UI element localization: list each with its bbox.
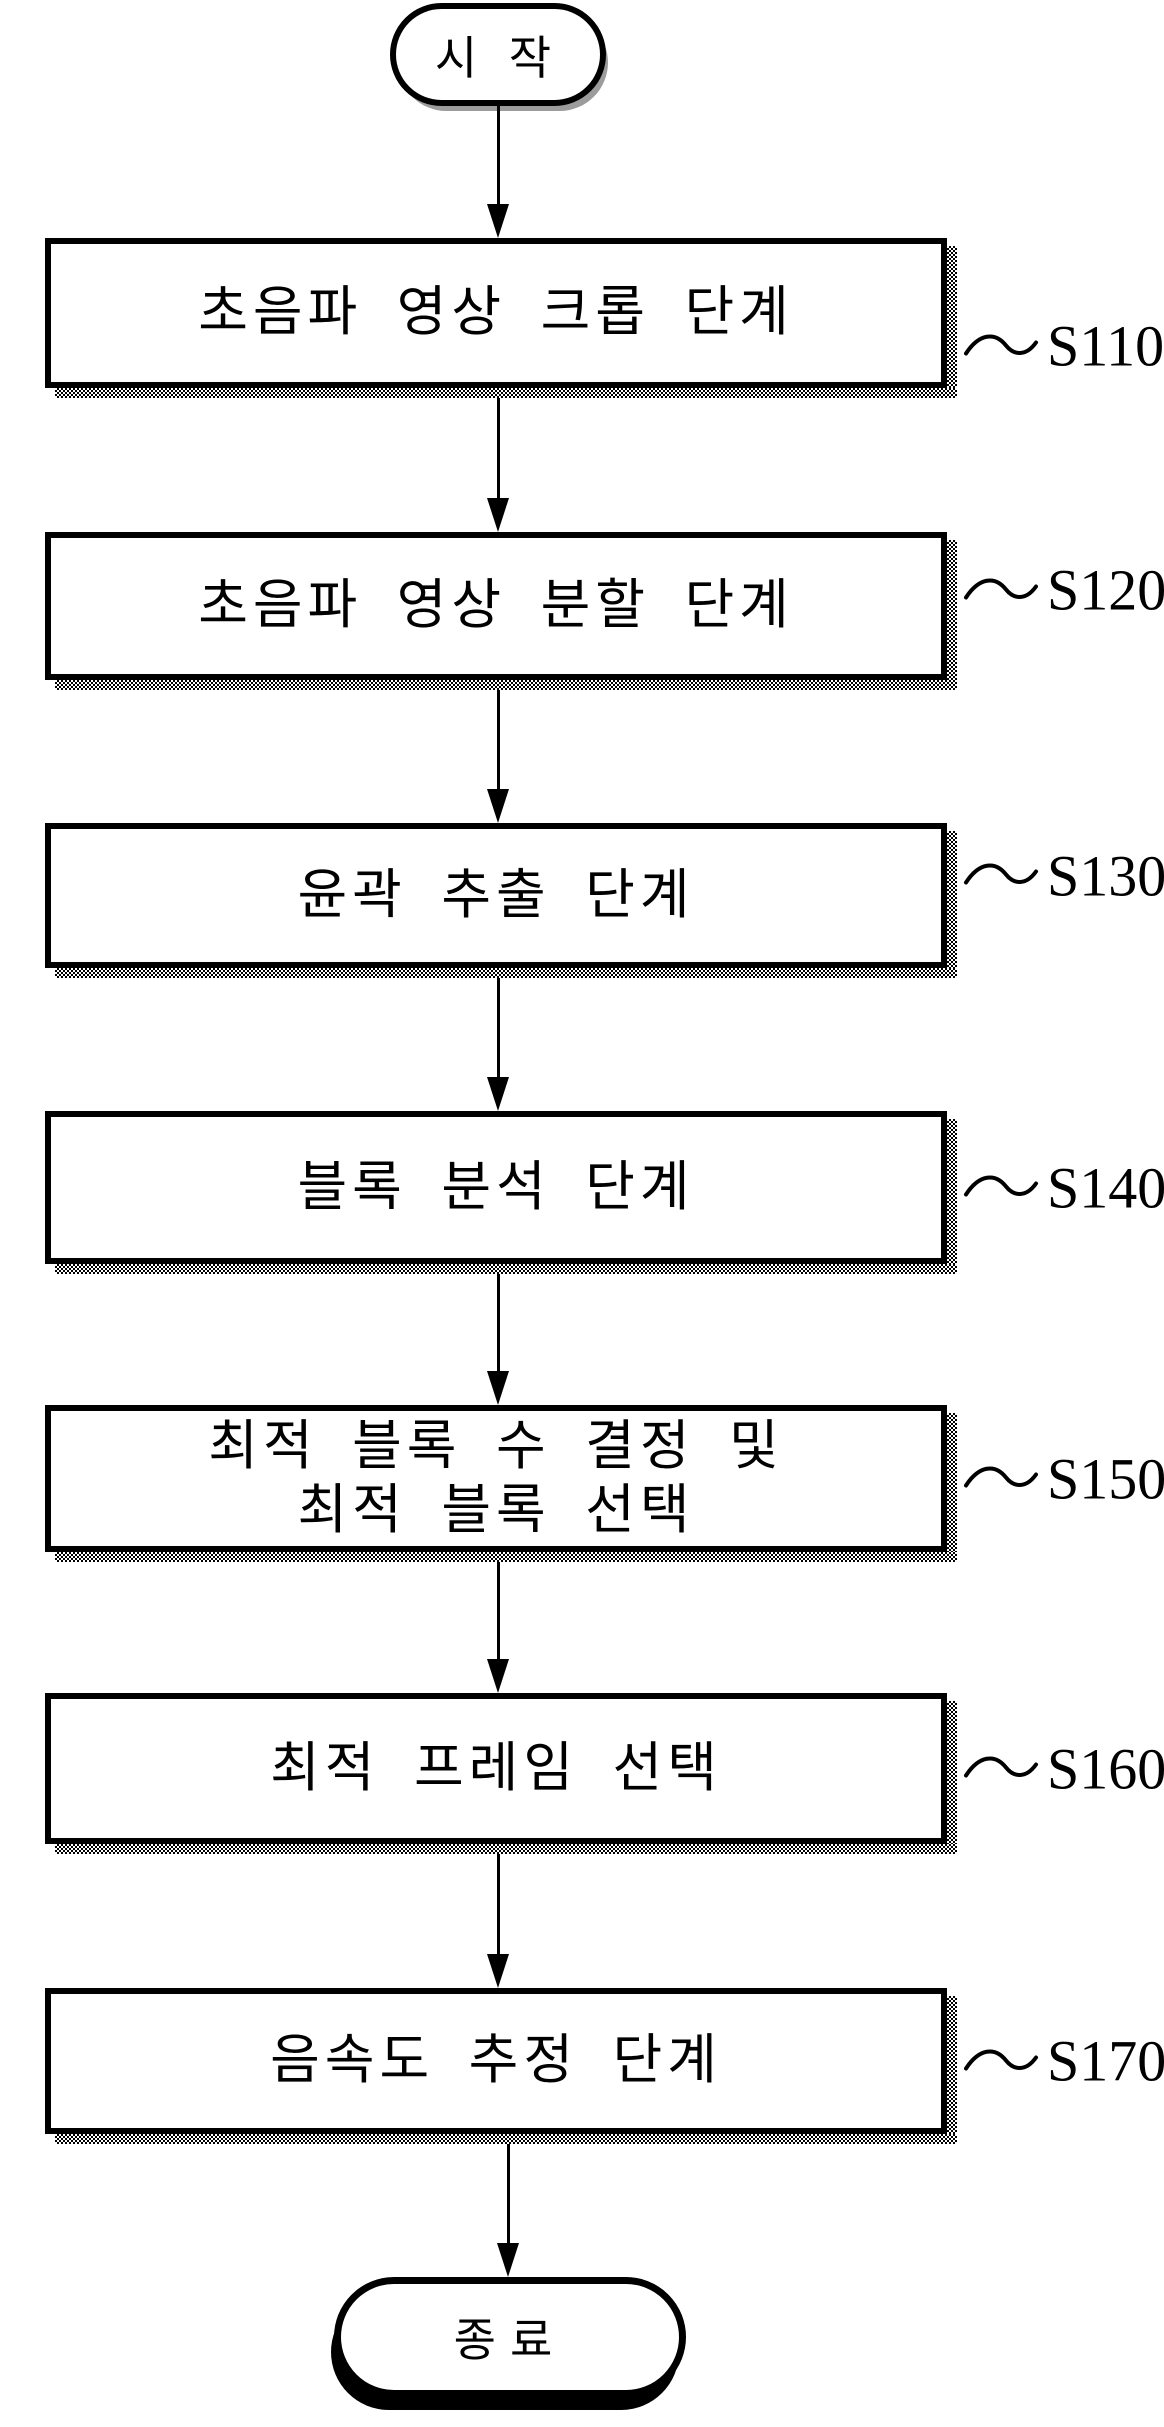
down-arrow <box>486 1558 510 1693</box>
step-text: 초음파 영상 크롭 단계 <box>198 282 794 343</box>
process-box: 최적 블록 수 결정 및 최적 블록 선택 <box>45 1405 957 1562</box>
arrow-line <box>496 106 500 204</box>
arrow-head-icon <box>497 2243 519 2277</box>
step-text: 블록 분석 단계 <box>297 1156 695 1217</box>
arrow-line <box>496 398 500 498</box>
arrow-head-icon <box>487 1077 509 1111</box>
step-tag-label: S130 <box>1047 843 1164 908</box>
process-box: 초음파 영상 분할 단계 <box>45 532 957 690</box>
step-tag-label: S170 <box>1047 2028 1164 2094</box>
down-arrow <box>486 977 510 1111</box>
arrow-head-icon <box>487 1371 509 1405</box>
arrow-head-icon <box>487 1659 509 1693</box>
arrow-line <box>496 977 500 1077</box>
arrow-head-icon <box>487 498 509 532</box>
arrow-line <box>496 690 500 789</box>
tilde-connector-icon <box>964 1466 1038 1488</box>
step-callout: S140 <box>963 1154 1164 1221</box>
flow-step-s150: 최적 블록 수 결정 및 최적 블록 선택 S150 <box>45 1405 1164 1562</box>
end-terminal: 종료 <box>334 2277 686 2397</box>
step-callout: S170 <box>963 2028 1164 2095</box>
flow-step-s170: 음속도 추정 단계 S170 <box>45 1988 1164 2144</box>
tilde-connector-icon <box>964 334 1038 355</box>
process-box: 블록 분석 단계 <box>45 1111 957 1274</box>
step-text: 최적 프레임 선택 <box>270 1737 722 1798</box>
process-box: 최적 프레임 선택 <box>45 1693 957 1854</box>
arrow-line <box>506 2143 510 2243</box>
step-text: 최적 블록 선택 <box>297 1479 695 1540</box>
start-terminal-label: 시 작 <box>434 32 562 84</box>
step-text: 윤곽 추출 단계 <box>297 864 695 925</box>
flow-step-s130: 윤곽 추출 단계 S130 <box>45 823 1164 978</box>
step-callout: S160 <box>963 1735 1164 1802</box>
arrow-line <box>496 1558 500 1659</box>
tilde-connector-icon <box>964 2049 1038 2070</box>
process-box: 윤곽 추출 단계 <box>45 823 957 978</box>
start-terminal: 시 작 <box>390 3 606 106</box>
down-arrow <box>486 1272 510 1405</box>
arrow-head-icon <box>487 204 509 238</box>
tilde-connector-icon <box>964 1175 1038 1197</box>
step-callout: S120 <box>963 557 1164 624</box>
down-arrow <box>486 690 510 823</box>
flow-step-s110: 초음파 영상 크롭 단계 S110 <box>45 238 1164 398</box>
arrow-head-icon <box>487 1954 509 1988</box>
step-tag-label: S150 <box>1047 1446 1164 1511</box>
down-arrow <box>496 2143 520 2277</box>
tilde-connector-icon <box>964 863 1038 885</box>
arrow-line <box>496 1272 500 1371</box>
step-tag-label: S110 <box>1047 313 1164 379</box>
down-arrow <box>486 106 510 238</box>
step-callout: S150 <box>963 1445 1164 1512</box>
tilde-connector-icon <box>964 578 1038 599</box>
process-box: 초음파 영상 크롭 단계 <box>45 238 957 398</box>
flow-step-s140: 블록 분석 단계 S140 <box>45 1111 1164 1274</box>
step-tag-label: S120 <box>1047 557 1164 623</box>
process-box: 음속도 추정 단계 <box>45 1988 957 2144</box>
step-tag-label: S160 <box>1047 1736 1164 1801</box>
arrow-head-icon <box>487 789 509 823</box>
tilde-connector-icon <box>964 1756 1038 1778</box>
step-callout: S130 <box>963 842 1164 909</box>
step-text: 최적 블록 수 결정 및 <box>208 1415 784 1476</box>
flow-step-s120: 초음파 영상 분할 단계 S120 <box>45 532 1164 690</box>
step-text: 음속도 추정 단계 <box>270 2030 722 2091</box>
arrow-line <box>496 1853 500 1954</box>
step-text: 초음파 영상 분할 단계 <box>198 575 794 636</box>
step-tag-label: S140 <box>1047 1155 1164 1220</box>
down-arrow <box>486 398 510 532</box>
down-arrow <box>486 1853 510 1988</box>
flow-step-s160: 최적 프레임 선택 S160 <box>45 1693 1164 1854</box>
end-terminal-label: 종료 <box>453 2315 567 2366</box>
step-callout: S110 <box>963 313 1164 380</box>
